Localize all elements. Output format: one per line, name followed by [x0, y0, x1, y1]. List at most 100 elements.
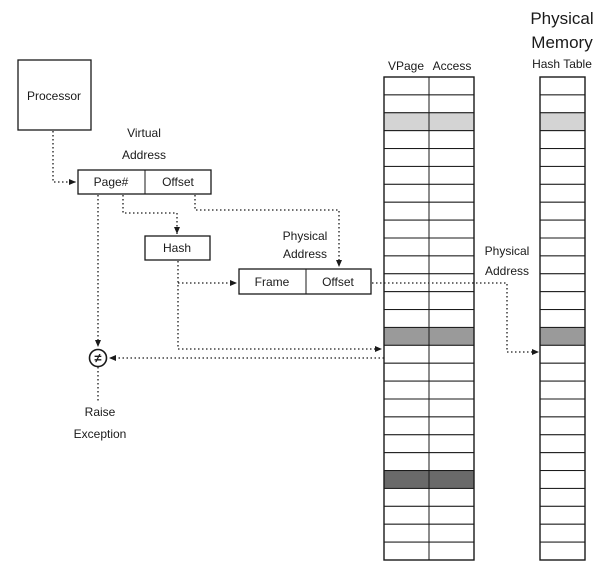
page-table-cell-r20-c0: [383, 434, 430, 454]
page-table-cell-r4-c1: [428, 148, 475, 167]
vpage-column-header: VPage: [388, 59, 424, 73]
memory-cell-r5-c0: [539, 165, 586, 185]
memory-cell-r6-c0: [539, 183, 586, 203]
page-table-cell-r12-c0: [383, 291, 430, 311]
page-table-cell-r6-c0: [383, 183, 430, 203]
hash-label: Hash: [163, 241, 191, 255]
frame-field: Frame: [255, 275, 290, 289]
memory-cell-r22-c0: [539, 470, 586, 489]
page-table-cell-r1-c1: [428, 94, 475, 114]
memory-cell-r8-c0: [539, 219, 586, 239]
page-table-cell-r23-c0: [383, 487, 430, 507]
virtual-address-label-line2: Address: [122, 148, 166, 162]
page-table-cell-r5-c1: [428, 165, 475, 185]
page-table-cell-r10-c1: [428, 255, 475, 275]
page-table-cell-r20-c1: [428, 434, 475, 454]
page-table-cell-r1-c0: [383, 94, 430, 114]
page-table-cell-r11-c1: [428, 273, 475, 293]
physical-address-right-line1: Physical: [485, 244, 530, 258]
not-equal-icon: ≠: [94, 351, 101, 366]
page-table-cell-r7-c1: [428, 201, 475, 221]
page-table-cell-r19-c0: [383, 416, 430, 436]
page-table-cell-r11-c0: [383, 273, 430, 293]
page-table-cell-r16-c0: [383, 362, 430, 382]
page-table-cell-r25-c0: [383, 523, 430, 543]
memory-cell-r11-c0: [539, 273, 586, 293]
page-table-cell-r21-c1: [428, 452, 475, 472]
page-table-cell-r24-c1: [428, 505, 475, 525]
memory-cell-r17-c0: [539, 380, 586, 400]
processor-box: [17, 59, 92, 131]
memory-cell-r2-c0: [539, 112, 586, 132]
physical-address-to-memory-arrow: [372, 282, 539, 355]
memory-cell-r0-c0: [539, 76, 586, 96]
raise-exception-line1: Raise: [85, 405, 116, 419]
page-table-cell-r2-c1: [428, 112, 475, 132]
memory-cell-r19-c0: [539, 416, 586, 436]
page-table-cell-r19-c1: [428, 416, 475, 436]
memory-cell-r18-c0: [539, 398, 586, 418]
page-table-cell-r8-c0: [383, 219, 430, 239]
page-table-cell-r4-c0: [383, 148, 430, 167]
memory-cell-r13-c0: [539, 309, 586, 328]
page-table-cell-r12-c1: [428, 291, 475, 311]
physical-address-box: [238, 268, 372, 295]
page-table-cell-r17-c1: [428, 380, 475, 400]
physical-memory-table: [539, 76, 586, 561]
page-table-border: [383, 76, 475, 561]
memory-cell-r26-c0: [539, 541, 586, 561]
physical-address-mid-line1: Physical: [283, 229, 328, 243]
page-table-cell-r25-c1: [428, 523, 475, 543]
page-table: [383, 76, 475, 561]
memory-cell-r21-c0: [539, 452, 586, 472]
page-table-cell-r26-c0: [383, 541, 430, 561]
page-table-cell-r24-c0: [383, 505, 430, 525]
not-equal-comparator: [88, 348, 108, 368]
virtual-address-label-line1: Virtual: [127, 126, 161, 140]
page-table-cell-r8-c1: [428, 219, 475, 239]
page-table-cell-r26-c1: [428, 541, 475, 561]
offset-field: Offset: [162, 175, 194, 189]
page-table-cell-r3-c0: [383, 130, 430, 150]
memory-cell-r15-c0: [539, 344, 586, 364]
page-table-cell-r21-c0: [383, 452, 430, 472]
page-table-cell-r15-c0: [383, 344, 430, 364]
memory-cell-r9-c0: [539, 237, 586, 257]
memory-cell-r10-c0: [539, 255, 586, 275]
page-table-cell-r22-c1: [428, 470, 475, 489]
page-table-cell-r5-c0: [383, 165, 430, 185]
page-table-cell-r14-c1: [428, 326, 475, 346]
page-table-cell-r0-c1: [428, 76, 475, 96]
physical-address-mid-line2: Address: [283, 247, 327, 261]
memory-cell-r3-c0: [539, 130, 586, 150]
page-table-cell-r9-c1: [428, 237, 475, 257]
physical-address-right-line2: Address: [485, 264, 529, 278]
page-table-cell-r6-c1: [428, 183, 475, 203]
processor-label: Processor: [27, 89, 81, 103]
memory-cell-r7-c0: [539, 201, 586, 221]
page-number-field: Page#: [94, 175, 129, 189]
memory-border: [539, 76, 586, 561]
memory-cell-r24-c0: [539, 505, 586, 525]
processor-to-virtual-address-arrow: [52, 131, 76, 185]
memory-cell-r4-c0: [539, 148, 586, 167]
access-column-header: Access: [433, 59, 472, 73]
page-table-cell-r18-c0: [383, 398, 430, 418]
memory-cell-r25-c0: [539, 523, 586, 543]
memory-cell-r14-c0: [539, 326, 586, 346]
page-table-cell-r16-c1: [428, 362, 475, 382]
memory-cell-r23-c0: [539, 487, 586, 507]
physical-memory-title-line2: Memory: [531, 33, 593, 52]
page-table-cell-r9-c0: [383, 237, 430, 257]
memory-cell-r16-c0: [539, 362, 586, 382]
page-table-cell-r17-c0: [383, 380, 430, 400]
hash-to-page-table-arrow: [177, 261, 382, 352]
physical-memory-title-line1: Physical: [530, 9, 593, 28]
hash-box: [144, 235, 211, 261]
memory-cell-r1-c0: [539, 94, 586, 114]
page-table-cell-r13-c0: [383, 309, 430, 328]
page-table-cell-r23-c1: [428, 487, 475, 507]
page-to-hash-arrow: [122, 195, 180, 234]
page-table-cell-r7-c0: [383, 201, 430, 221]
